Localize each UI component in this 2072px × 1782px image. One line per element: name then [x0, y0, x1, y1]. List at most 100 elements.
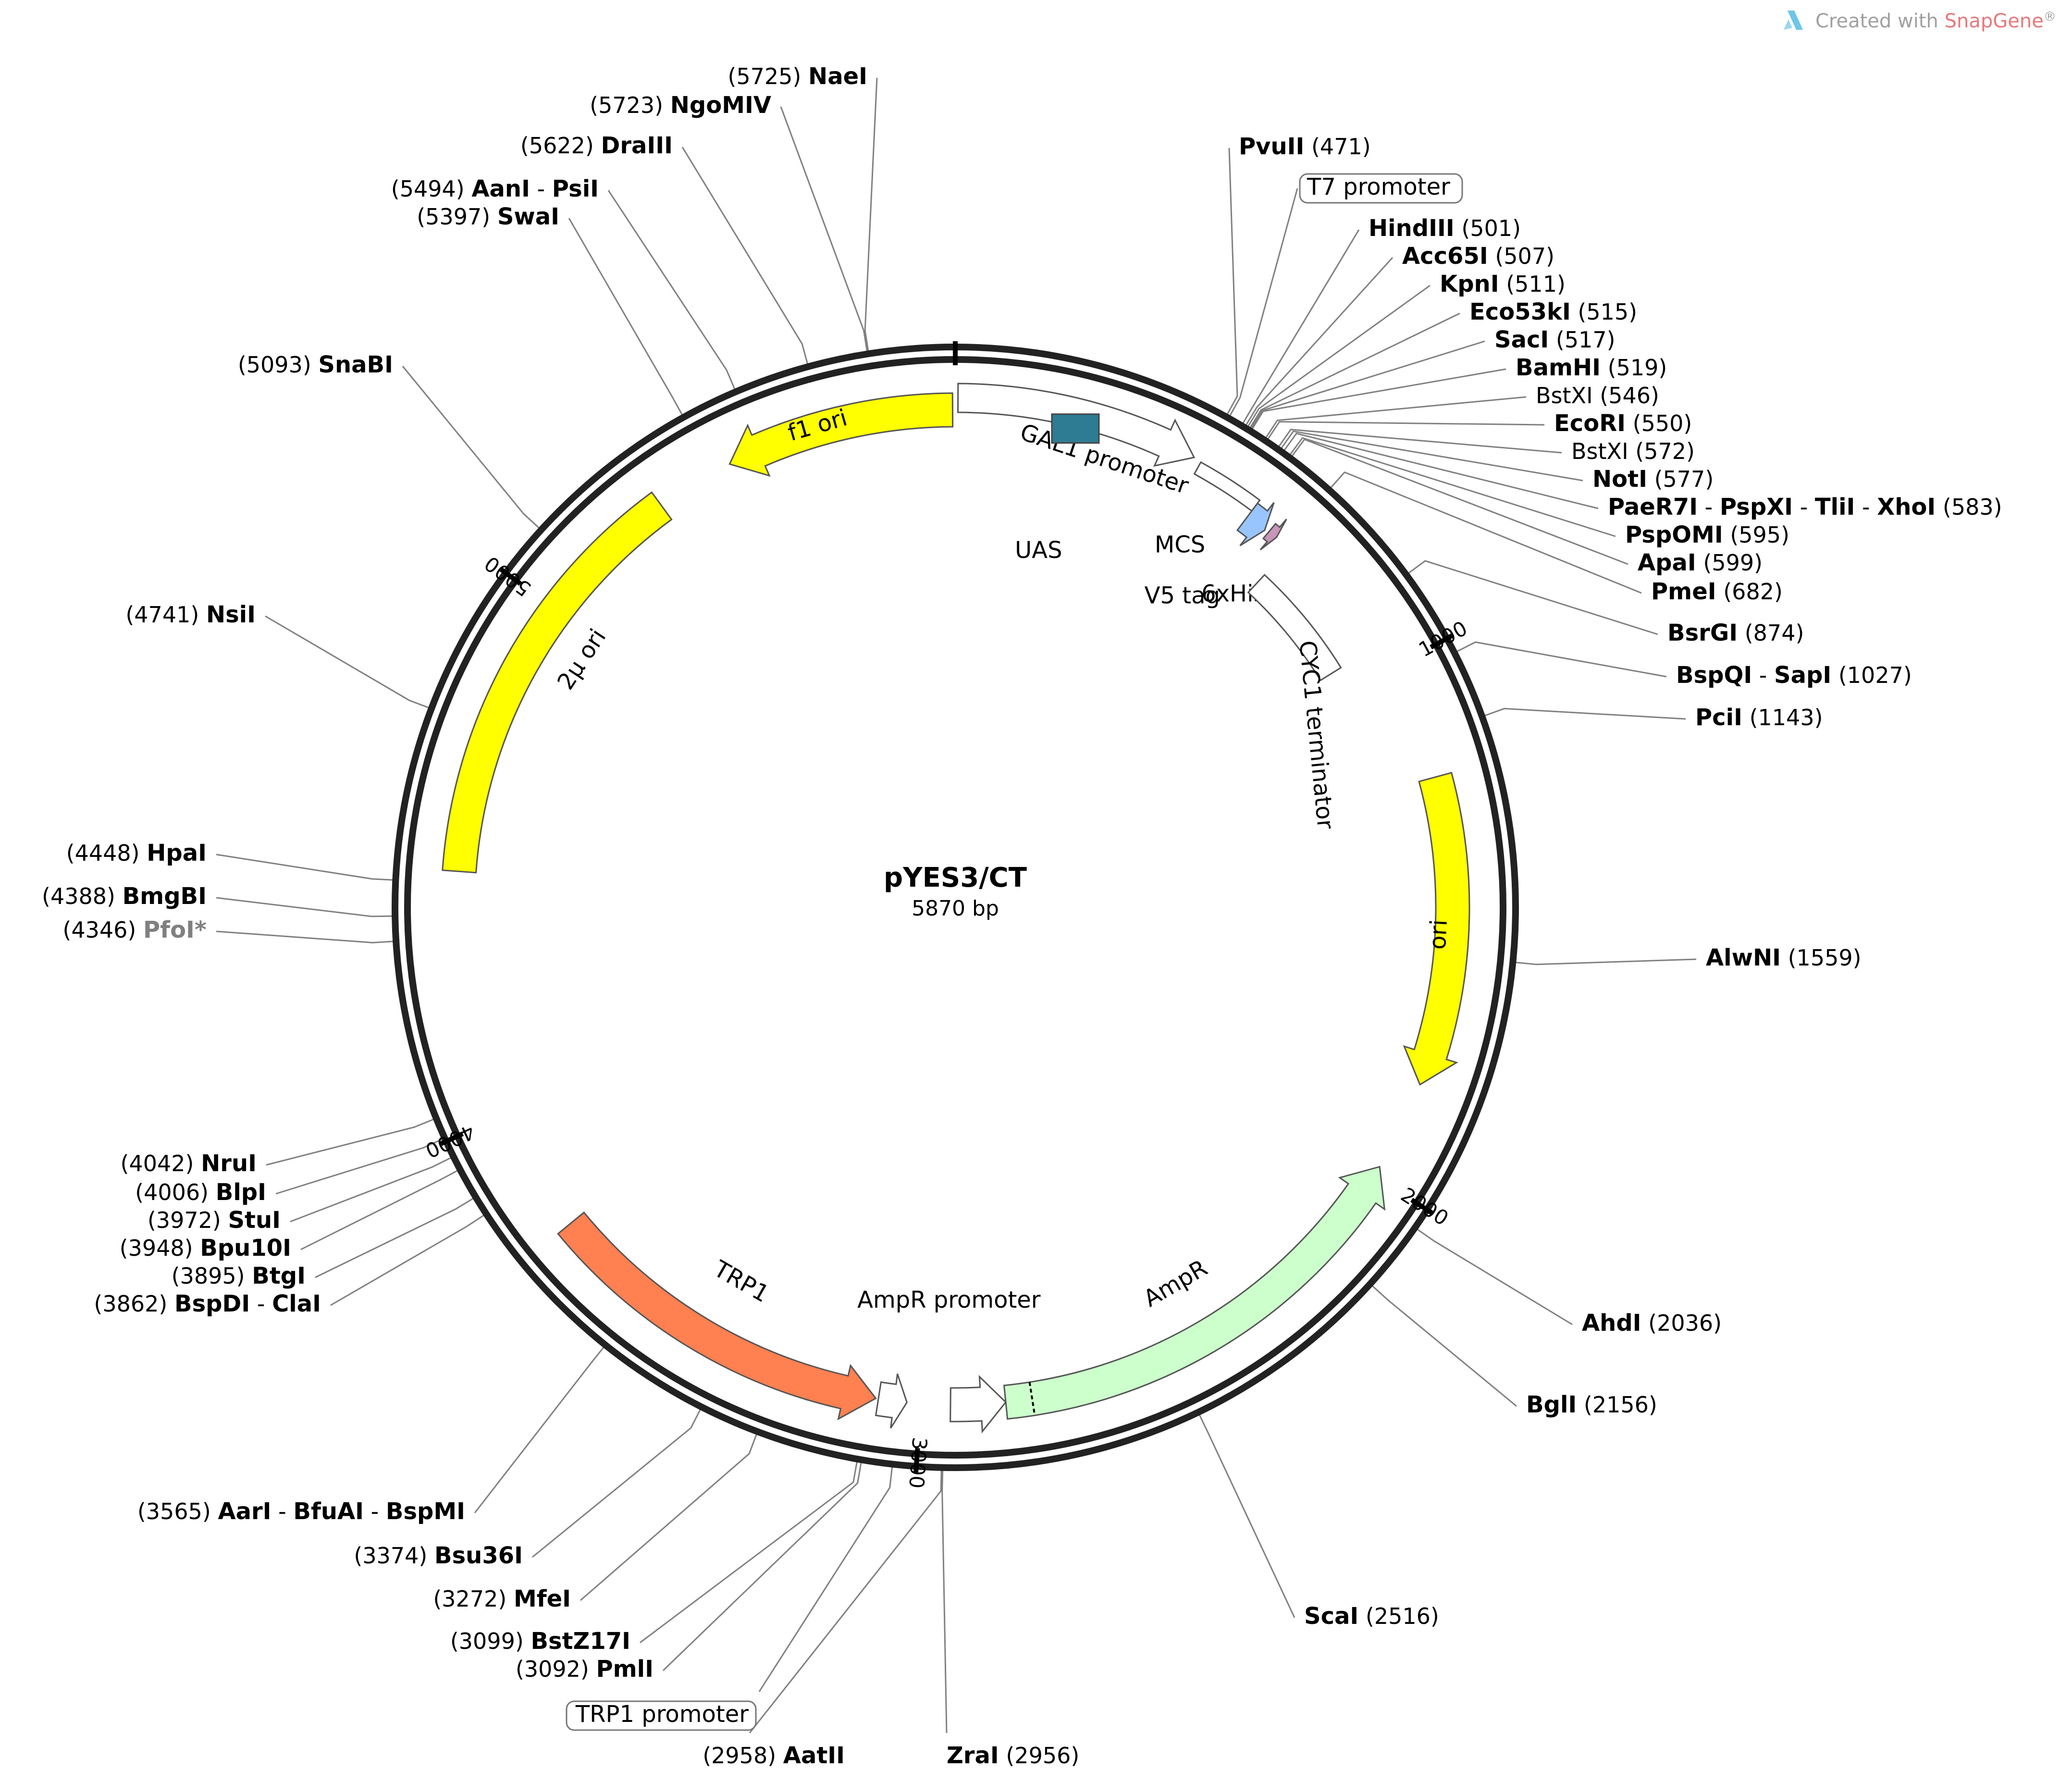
site-label: HindIII (501)	[1369, 215, 1521, 242]
site-spacer	[1601, 355, 1608, 381]
site-spacer	[136, 917, 143, 943]
site-position: (3374)	[354, 1543, 427, 1569]
leader-line	[1278, 429, 1562, 454]
tick-mark	[1410, 1198, 1433, 1215]
site-label: PspOMI (595)	[1625, 521, 1789, 548]
feature-divider	[1028, 1382, 1036, 1416]
site-position: (2956)	[1006, 1743, 1079, 1769]
site-name: BspDI	[174, 1290, 250, 1317]
site-label-text: KpnI (511)	[1440, 271, 1566, 297]
site-label-text: (5397) SwaI	[417, 203, 559, 230]
site-label: T7 promoter	[1299, 173, 1463, 204]
site-spacer	[1936, 494, 1943, 520]
site-label-text: (5725) NaeI	[728, 63, 867, 90]
site-position: (3092)	[516, 1656, 589, 1682]
site-spacer	[1831, 662, 1838, 688]
svg-text:Created with SnapGene®: Created with SnapGene®	[1815, 10, 2056, 32]
watermark-brand: SnapGene	[1945, 10, 2044, 32]
site-label: (5725) NaeI	[728, 63, 867, 90]
leader-line	[1242, 229, 1360, 424]
site-label: Eco53kI (515)	[1469, 298, 1637, 325]
site-spacer	[1626, 410, 1633, 436]
site-name: ApaI	[1638, 549, 1696, 576]
site-name: PspOMI	[1625, 521, 1723, 548]
leader-line	[1267, 421, 1545, 440]
site-spacer	[1358, 1603, 1366, 1629]
site-position: (5093)	[238, 352, 311, 378]
site-label: (3565) AarI - BfuAI - BspMI	[137, 1498, 465, 1525]
site-spacer	[1304, 134, 1311, 160]
site-name: PvuII	[1239, 133, 1304, 160]
site-spacer	[140, 840, 147, 866]
site-position: (517)	[1556, 327, 1616, 353]
site-position: (4388)	[42, 883, 115, 909]
site-name: BspMI	[386, 1498, 465, 1525]
site-spacer	[1628, 438, 1636, 464]
site-position: (511)	[1506, 271, 1566, 297]
site-spacer	[1738, 620, 1745, 646]
site-position: (595)	[1730, 522, 1789, 548]
site-spacer	[801, 63, 808, 89]
leader-line	[1229, 188, 1298, 416]
leader-line	[1408, 560, 1658, 635]
tick-mark	[913, 1448, 920, 1473]
site-position: BstXI	[1536, 383, 1593, 408]
feature-label-v5: V5 tag	[1145, 582, 1220, 609]
site-position: (4448)	[66, 840, 140, 866]
site-name: ScaI	[1304, 1603, 1358, 1630]
feature-mcs	[1193, 461, 1261, 512]
site-position: BstXI	[1571, 438, 1628, 464]
site-label-text: (3895) BtgI	[172, 1262, 306, 1289]
leader-line	[532, 1409, 701, 1558]
site-label: PaeR7I - PspXI - TliI - XhoI (583)	[1608, 494, 2002, 520]
site-position: (5397)	[417, 204, 490, 230]
leader-line	[216, 897, 393, 917]
site-label: (4741) NsiI	[125, 601, 256, 628]
site-position: (682)	[1723, 579, 1783, 605]
site-name: AanI	[471, 175, 530, 202]
site-spacer	[1571, 299, 1578, 325]
site-label: (5397) SwaI	[417, 203, 559, 230]
leader-line	[315, 1198, 474, 1278]
site-position: (3972)	[148, 1207, 221, 1233]
site-position: (874)	[1745, 620, 1804, 646]
site-spacer	[1723, 522, 1730, 548]
leader-line	[1250, 340, 1485, 429]
site-label: PvuII (471)	[1239, 133, 1371, 160]
site-separator: -	[530, 176, 552, 202]
leader-line	[1484, 707, 1686, 720]
site-name: Acc65I	[1402, 243, 1488, 270]
site-label-text: (4006) BlpI	[135, 1179, 266, 1206]
feature-label-uas: UAS	[1015, 537, 1062, 564]
leader-line	[1245, 257, 1394, 426]
site-position: (583)	[1943, 494, 2002, 520]
site-label: (3092) PmlI	[516, 1656, 654, 1683]
site-position: (546)	[1600, 383, 1659, 408]
site-label: (3862) BspDI - ClaI	[94, 1290, 321, 1317]
site-label: (3948) Bpu10I	[120, 1235, 291, 1262]
site-position: (572)	[1635, 438, 1695, 464]
site-label: EcoRI (550)	[1554, 410, 1692, 437]
site-label: AhdI (2036)	[1582, 1310, 1722, 1336]
site-label-text: BamHI (519)	[1516, 354, 1667, 381]
feature-ori	[1403, 771, 1470, 1086]
site-position: (5725)	[728, 63, 801, 89]
site-label-text: BspQI - SapI (1027)	[1676, 662, 1912, 689]
feature-twomu	[442, 491, 673, 874]
leader-line	[1281, 430, 1583, 482]
feature-his	[1259, 519, 1287, 551]
leader-line	[1417, 1228, 1573, 1325]
site-label: AlwNI (1559)	[1706, 944, 1862, 971]
site-position: (599)	[1703, 550, 1763, 576]
leader-line	[1247, 285, 1431, 427]
feature-amprprom	[950, 1374, 1007, 1434]
site-label-text: (3565) AarI - BfuAI - BspMI	[137, 1498, 465, 1525]
leader-line	[330, 1214, 484, 1306]
site-name: AhdI	[1582, 1310, 1641, 1336]
site-label: (4346) PfoI*	[62, 916, 207, 943]
site-name: NsiI	[206, 601, 256, 628]
site-name: BglI	[1526, 1391, 1577, 1418]
site-label: (5723) NgoMIV	[590, 92, 771, 119]
site-label: (3972) StuI	[148, 1207, 281, 1234]
site-position: (4741)	[125, 602, 199, 628]
